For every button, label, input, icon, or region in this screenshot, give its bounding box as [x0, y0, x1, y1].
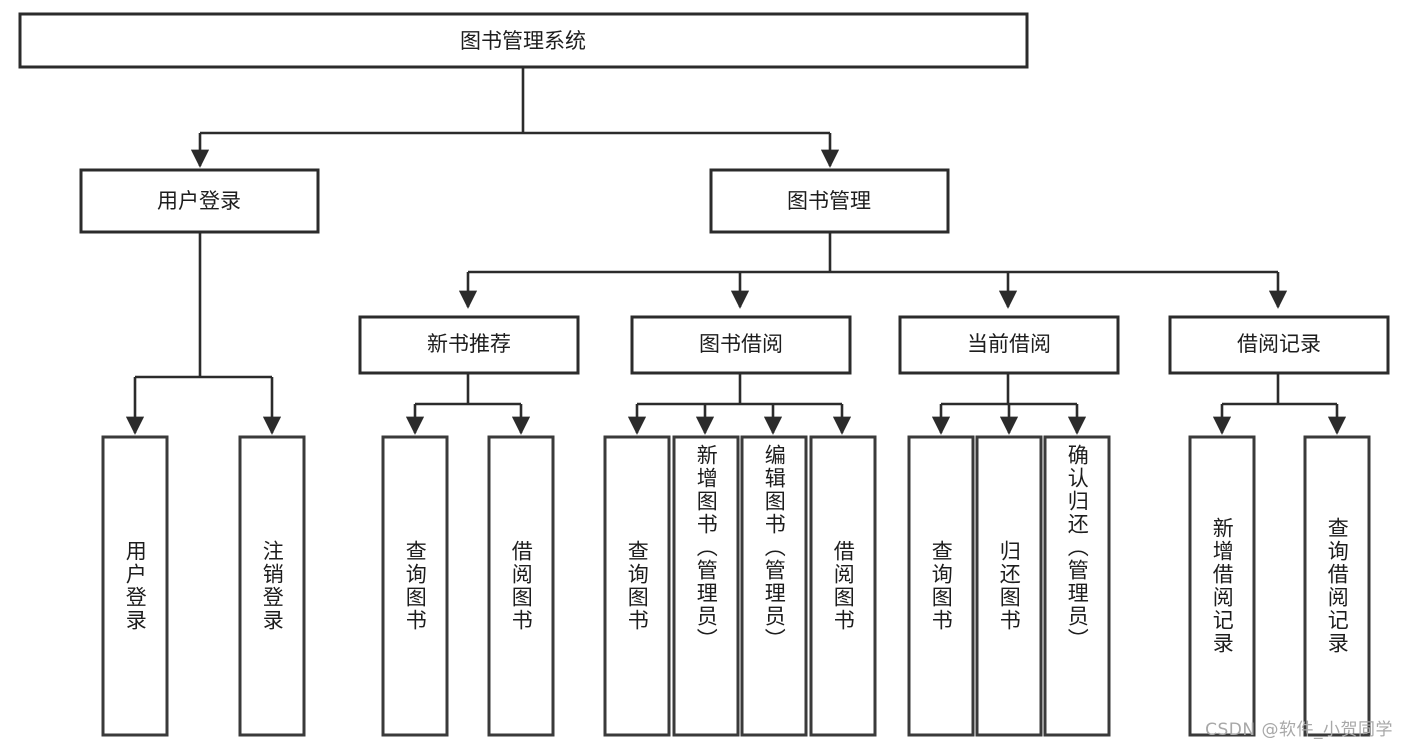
node-root-box[interactable]	[18, 12, 1029, 69]
edge-group-user-login	[125, 232, 282, 435]
node-borrow-record-box[interactable]	[1168, 315, 1390, 375]
node-root-label: 图书管理系统	[460, 29, 586, 53]
leaf-box-new-book-1[interactable]	[487, 435, 555, 737]
edge-group-book-manage	[458, 232, 1288, 309]
node-current-borrow[interactable]: 当前借阅	[898, 315, 1120, 375]
node-book-manage[interactable]: 图书管理	[709, 168, 950, 234]
node-borrow-record-label: 借阅记录	[1237, 332, 1321, 356]
leaf-box-borrow-record-0[interactable]	[1188, 435, 1256, 737]
node-current-borrow-label: 当前借阅	[967, 332, 1051, 356]
leaf-box-current-borrow-2[interactable]	[1043, 435, 1111, 737]
edge-group-new-book	[405, 373, 531, 435]
leaf-box-user-login-1[interactable]	[238, 435, 306, 737]
leaf-box-borrow-record-1[interactable]	[1303, 435, 1371, 737]
leaf-box-book-borrow-2[interactable]	[740, 435, 808, 737]
node-root[interactable]: 图书管理系统	[18, 12, 1029, 69]
leaf-box-new-book-0[interactable]	[381, 435, 449, 737]
node-user-login[interactable]: 用户登录	[79, 168, 320, 234]
watermark-label: CSDN @软件_小贺同学	[1205, 720, 1393, 740]
leaf-box-current-borrow-0[interactable]	[907, 435, 975, 737]
edge-group-book-borrow	[627, 373, 852, 435]
node-book-borrow[interactable]: 图书借阅	[630, 315, 852, 375]
leaf-box-user-login-0[interactable]	[101, 435, 169, 737]
node-new-book-recommend[interactable]: 新书推荐	[358, 315, 580, 375]
node-book-manage-box[interactable]	[709, 168, 950, 234]
edge-group-current-borrow	[931, 373, 1087, 435]
node-book-borrow-box[interactable]	[630, 315, 852, 375]
leaf-box-current-borrow-1[interactable]	[975, 435, 1043, 737]
leaf-box-book-borrow-3[interactable]	[809, 435, 877, 737]
edge-group-root	[190, 67, 840, 168]
node-new-book-recommend-label: 新书推荐	[427, 332, 511, 356]
node-user-login-box[interactable]	[79, 168, 320, 234]
edge-group-borrow-record	[1212, 373, 1347, 435]
node-new-book-recommend-box[interactable]	[358, 315, 580, 375]
node-borrow-record[interactable]: 借阅记录	[1168, 315, 1390, 375]
leaf-box-book-borrow-0[interactable]	[603, 435, 671, 737]
node-book-borrow-label: 图书借阅	[699, 332, 783, 356]
leaf-box-book-borrow-1[interactable]	[672, 435, 740, 737]
node-current-borrow-box[interactable]	[898, 315, 1120, 375]
node-user-login-label: 用户登录	[157, 189, 241, 213]
node-book-manage-label: 图书管理	[787, 189, 871, 213]
